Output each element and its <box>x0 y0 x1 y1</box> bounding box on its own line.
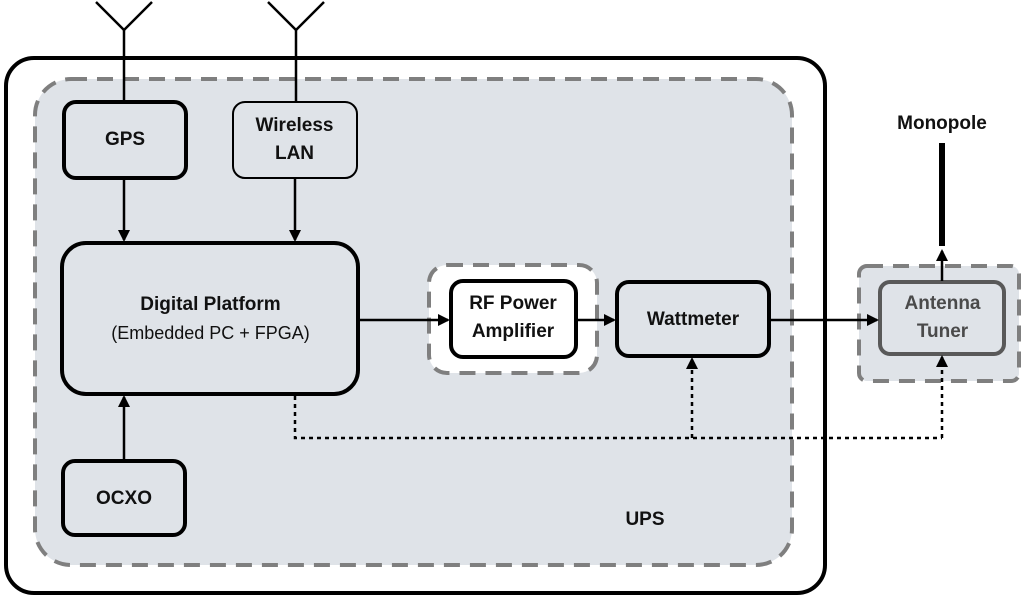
rf-power-amplifier-line2: Amplifier <box>471 321 555 342</box>
ups-label: UPS <box>600 505 690 533</box>
gps-antenna-icon <box>95 1 153 102</box>
ocxo-label: OCXO <box>62 460 186 536</box>
control-bus-dotted-line <box>293 396 942 440</box>
gps-label-text: GPS <box>104 128 146 150</box>
wattmeter-label: Wattmeter <box>616 281 770 357</box>
antenna-tuner-block <box>878 280 1006 356</box>
wattmeter-label-text: Wattmeter <box>646 308 740 330</box>
wireless-lan-label-line1: Wireless <box>255 115 334 136</box>
wireless-lan-label: Wireless LAN <box>232 100 357 180</box>
monopole-label: Monopole <box>870 108 1014 138</box>
monopole-label-text: Monopole <box>897 112 987 134</box>
antenna-tuner-line1: Antenna <box>904 292 981 314</box>
ocxo-label-text: OCXO <box>96 487 152 509</box>
antenna-tuner-line2: Tuner <box>916 320 969 342</box>
ups-dashed-container <box>33 77 794 567</box>
digital-platform-label: Digital Platform (Embedded PC + FPGA) <box>62 242 359 395</box>
gps-label: GPS <box>64 100 186 178</box>
digital-platform-subtitle: (Embedded PC + FPGA) <box>111 322 310 343</box>
digital-platform-title: Digital Platform <box>140 293 281 315</box>
wlan-antenna-icon <box>267 1 325 102</box>
digital-platform-block <box>60 241 360 396</box>
rf-power-amplifier-label: RF Power Amplifier <box>450 279 576 357</box>
antenna-tuner-label: Antenna Tuner <box>880 280 1005 355</box>
ups-label-text: UPS <box>625 508 665 530</box>
wireless-lan-label-line2: LAN <box>274 143 315 164</box>
rf-power-amplifier-line1: RF Power <box>469 293 557 314</box>
